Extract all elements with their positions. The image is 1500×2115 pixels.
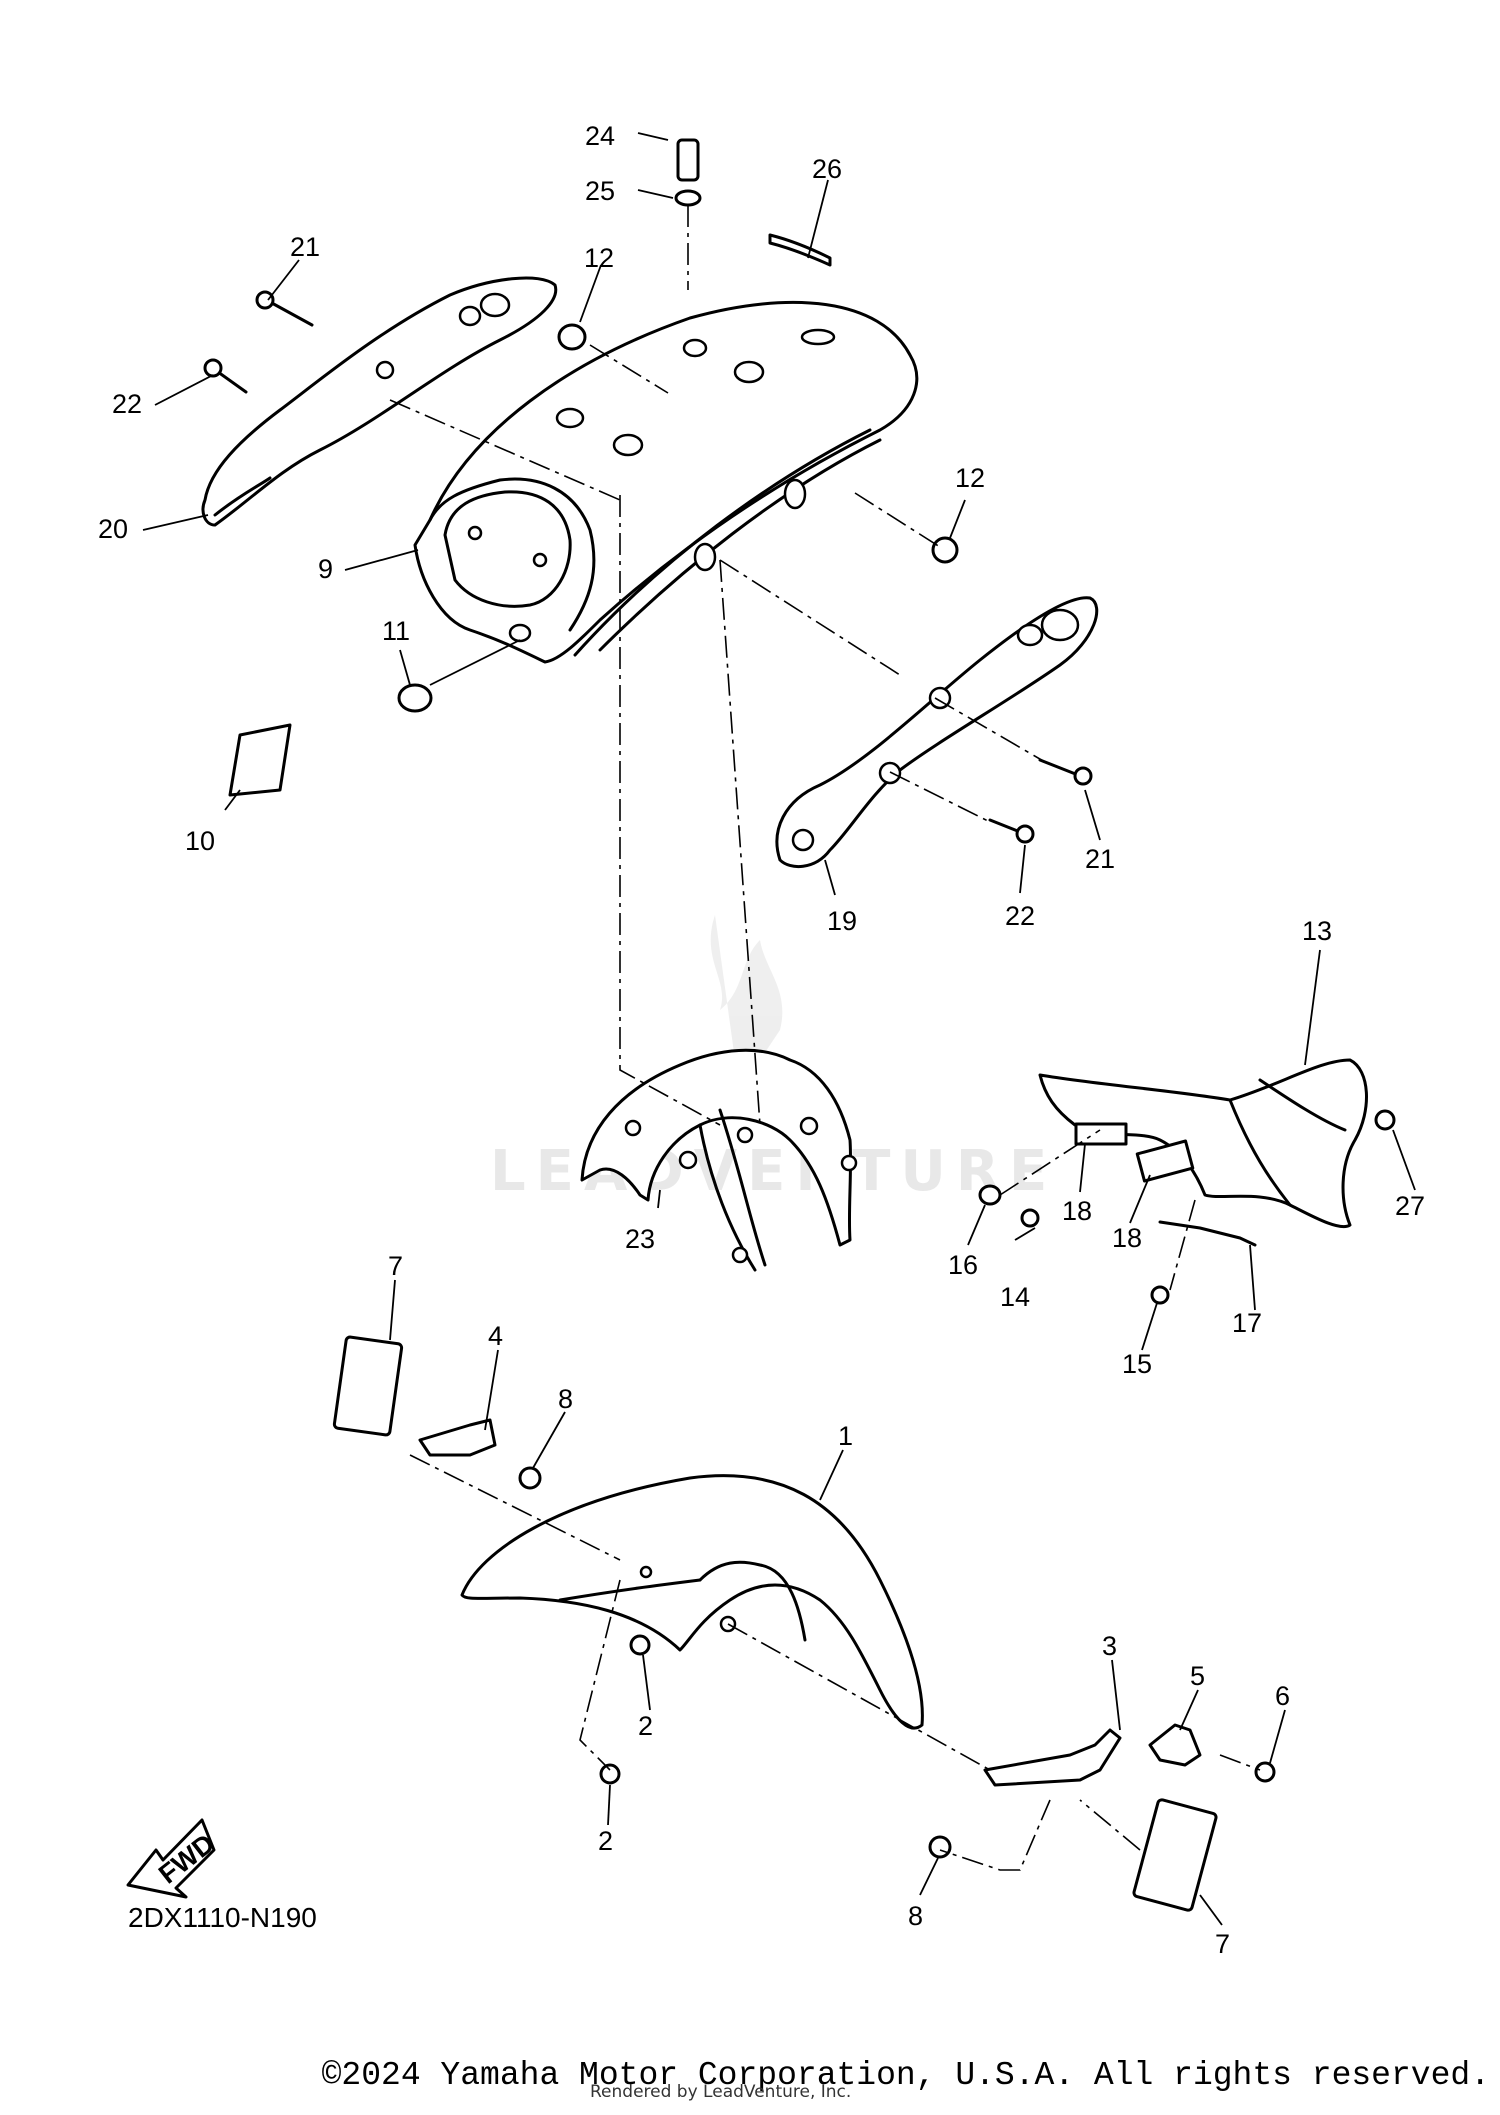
callout-18-right[interactable]: 18 (1062, 1196, 1092, 1226)
callout-9[interactable]: 9 (318, 554, 333, 584)
callout-labels: 24 25 26 12 21 22 20 9 11 10 12 21 22 19… (98, 121, 1425, 1959)
callout-16[interactable]: 16 (948, 1250, 978, 1280)
bolt-part-2-upper[interactable] (629, 1634, 651, 1656)
callout-13[interactable]: 13 (1302, 916, 1332, 946)
callout-24[interactable]: 24 (585, 121, 615, 151)
right-rail-part-19[interactable] (775, 596, 1099, 869)
bracket-part-4[interactable] (418, 1418, 497, 1457)
callout-8-top[interactable]: 8 (558, 1384, 573, 1414)
bracket-part-5[interactable] (1148, 1723, 1202, 1767)
callout-17[interactable]: 17 (1232, 1308, 1262, 1338)
callout-7-top[interactable]: 7 (388, 1251, 403, 1281)
callout-7-bottom[interactable]: 7 (1215, 1929, 1230, 1959)
callout-12-right[interactable]: 12 (955, 463, 985, 493)
callout-26[interactable]: 26 (812, 154, 842, 184)
callout-2-lower[interactable]: 2 (598, 1826, 613, 1856)
watermark-text: LEADVENTURE (490, 1139, 1057, 1204)
rear-fender-part-9[interactable] (413, 300, 919, 664)
inner-fender-part-13[interactable] (1038, 1058, 1368, 1228)
bolt-part-22-right[interactable] (988, 818, 1035, 844)
callout-8-bottom[interactable]: 8 (908, 1901, 923, 1931)
fwd-direction-arrow: FWD (126, 1818, 220, 1899)
callout-4[interactable]: 4 (488, 1321, 503, 1351)
callout-14[interactable]: 14 (1000, 1282, 1030, 1312)
leader-lines (142, 132, 1416, 1926)
grommet-part-12-left[interactable] (557, 323, 587, 351)
callout-11[interactable]: 11 (382, 616, 410, 646)
bolt-part-21-left[interactable] (255, 290, 314, 327)
callout-20[interactable]: 20 (98, 514, 128, 544)
rendered-by-credit[interactable]: Rendered by LeadVenture, Inc. (590, 2082, 852, 2102)
callout-1[interactable]: 1 (838, 1421, 853, 1451)
bolt-part-14[interactable] (1020, 1208, 1040, 1228)
callout-19[interactable]: 19 (827, 906, 857, 936)
bolt-part-6[interactable] (1254, 1761, 1276, 1783)
grommet-part-12-right[interactable] (931, 536, 959, 564)
nut-part-15[interactable] (1150, 1285, 1170, 1305)
callout-21-right[interactable]: 21 (1085, 844, 1115, 874)
callout-18-left[interactable]: 18 (1112, 1223, 1142, 1253)
callout-5[interactable]: 5 (1190, 1661, 1205, 1691)
bolt-part-24[interactable] (676, 138, 700, 182)
diagram-code: 2DX1110-N190 (128, 1902, 317, 1933)
rear-stay-part-23[interactable] (580, 1048, 858, 1272)
reflector-part-7-bottom[interactable] (1132, 1798, 1218, 1912)
washer-part-16[interactable] (978, 1184, 1002, 1206)
grommet-part-27[interactable] (1374, 1109, 1396, 1131)
callout-23[interactable]: 23 (625, 1224, 655, 1254)
nut-part-8-bottom[interactable] (928, 1835, 952, 1859)
callout-22-right[interactable]: 22 (1005, 901, 1035, 931)
callout-25[interactable]: 25 (585, 176, 615, 206)
reflector-part-7-top[interactable] (332, 1335, 404, 1437)
grommet-part-11[interactable] (397, 683, 433, 713)
callout-6[interactable]: 6 (1275, 1681, 1290, 1711)
label-part-10[interactable] (228, 723, 292, 797)
label-part-26[interactable] (768, 233, 832, 267)
callout-12-top[interactable]: 12 (584, 243, 614, 273)
callout-10[interactable]: 10 (185, 826, 215, 856)
clip-part-17[interactable] (1158, 1220, 1257, 1247)
callout-22-left[interactable]: 22 (112, 389, 142, 419)
callout-27[interactable]: 27 (1395, 1191, 1425, 1221)
copyright-text: ©2024 Yamaha Motor Corporation, U.S.A. A… (321, 2057, 1490, 2094)
left-rail-part-20[interactable] (201, 276, 558, 527)
bolt-part-2-lower[interactable] (599, 1763, 621, 1785)
callout-2-upper[interactable]: 2 (638, 1711, 653, 1741)
bolt-part-21-right[interactable] (1038, 758, 1093, 786)
callout-15[interactable]: 15 (1122, 1349, 1152, 1379)
callout-3[interactable]: 3 (1102, 1631, 1117, 1661)
assembly-lines (389, 205, 1261, 1871)
bracket-part-3[interactable] (983, 1728, 1122, 1787)
washer-part-25[interactable] (674, 189, 702, 207)
nut-part-8-top[interactable] (518, 1466, 542, 1490)
callout-21-left[interactable]: 21 (290, 232, 320, 262)
front-fender-part-1[interactable] (460, 1474, 924, 1730)
